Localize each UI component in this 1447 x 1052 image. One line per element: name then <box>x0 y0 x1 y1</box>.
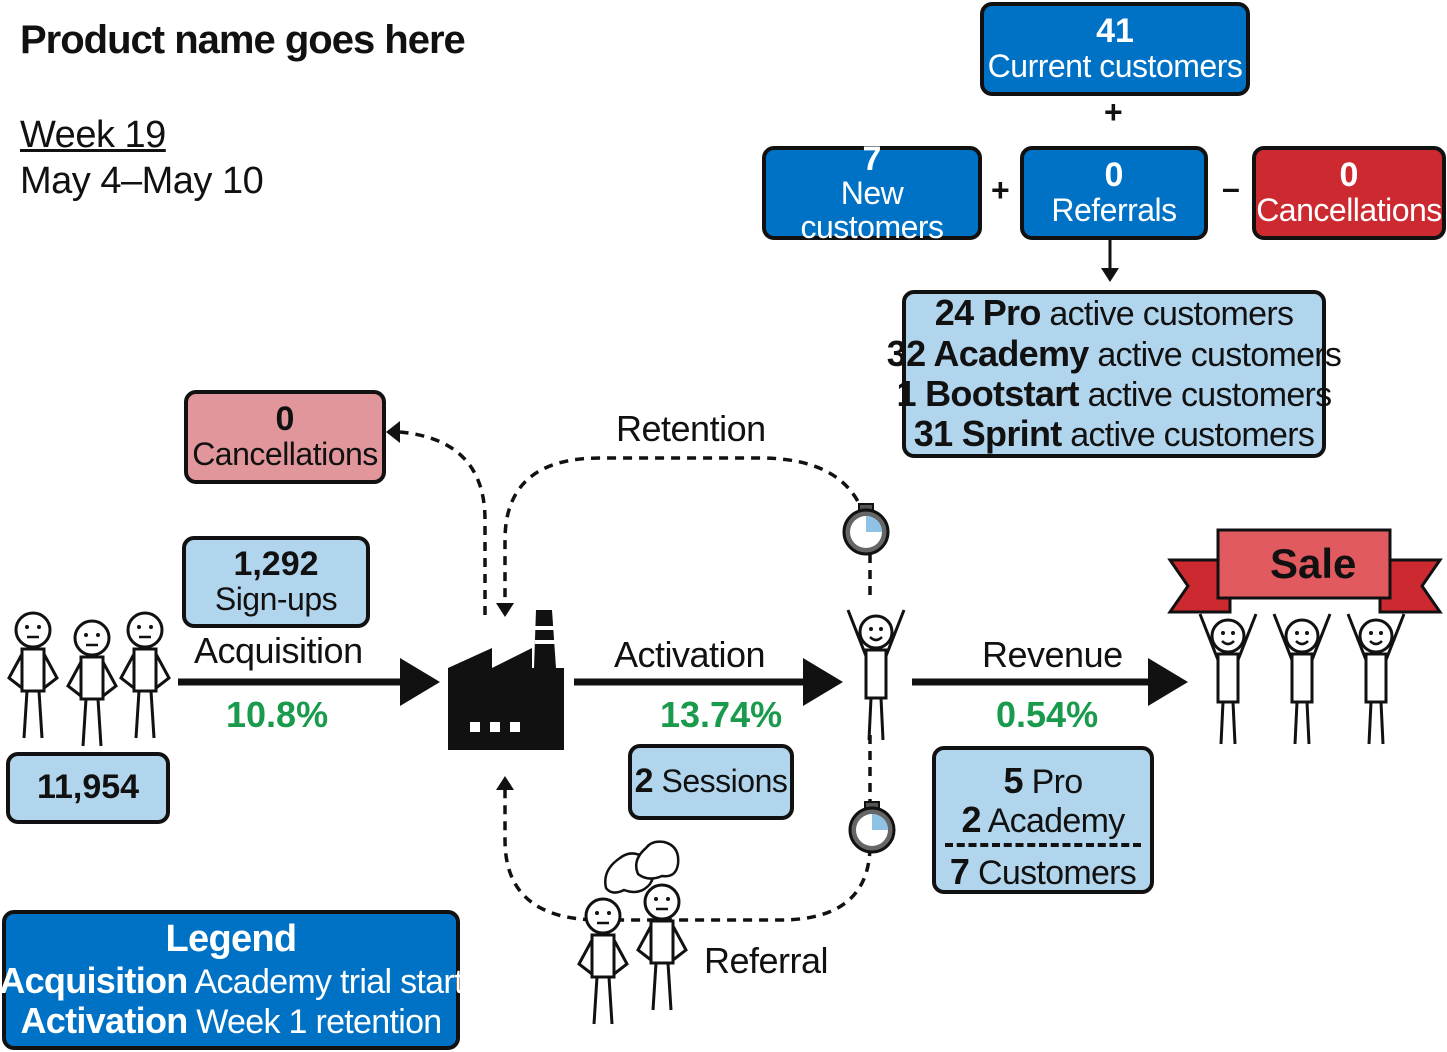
retention-timer-icon <box>842 502 890 556</box>
activation-rate: 13.74% <box>660 694 783 735</box>
active-row: 24 Pro active customers <box>934 292 1294 334</box>
cancellations-box-funnel: 0 Cancellations <box>184 390 386 484</box>
revenue-breakdown-box: 5 Pro 2 Academy 7 Customers <box>932 746 1154 894</box>
referrals-down-arrow <box>1101 240 1119 282</box>
legend-box: Legend Acquisition Academy trial start A… <box>0 910 463 1050</box>
new-customers-box: 7 New customers <box>762 141 982 244</box>
active-row: 31 Sprint active customers <box>913 413 1315 455</box>
page-title: Product name goes here <box>20 18 466 62</box>
minus-operator: – <box>1222 170 1240 206</box>
signups-label: Sign-ups <box>214 581 338 618</box>
factory-icon <box>448 610 564 750</box>
sessions-value: 2 <box>634 762 654 801</box>
revenue-total-row: 7 Customers <box>949 851 1137 893</box>
referral-label: Referral <box>704 940 829 981</box>
activation-arrow <box>574 658 843 706</box>
current-customers-value: 41 <box>1096 12 1134 51</box>
revenue-row-academy: 2 Academy <box>961 798 1125 840</box>
visitors-value: 11,954 <box>36 768 140 807</box>
cancellation-dotted-arrow <box>399 430 487 615</box>
date-range: May 4–May 10 <box>20 160 264 202</box>
revenue-rate: 0.54% <box>996 694 1099 735</box>
legend-row-acquisition: Acquisition Academy trial start <box>0 959 463 1001</box>
dashed-divider <box>945 843 1141 848</box>
acquisition-label: Acquisition <box>194 630 363 671</box>
active-row: 32 Academy active customers <box>886 332 1342 374</box>
revenue-row-pro: 5 Pro <box>1003 760 1084 801</box>
active-customers-box: 24 Pro active customers 32 Academy activ… <box>887 290 1342 458</box>
referral-dotted-loop <box>503 735 872 922</box>
legend-row-activation: Activation Week 1 retention <box>20 999 443 1041</box>
activated-user-icon <box>846 608 906 742</box>
visitors-figures-icon <box>7 611 171 748</box>
revenue-arrow <box>912 658 1188 706</box>
plus-operator-top: + <box>1104 94 1123 130</box>
current-customers-label: Current customers <box>987 48 1243 85</box>
referrals-label: Referrals <box>1051 192 1177 229</box>
acquisition-rate: 10.8% <box>226 694 329 735</box>
plus-operator-mid: + <box>991 172 1010 208</box>
retention-label: Retention <box>616 408 766 449</box>
paying-customers-icon <box>1198 612 1406 746</box>
referral-people-icon <box>577 840 688 1026</box>
sale-banner-icon <box>1167 528 1443 614</box>
current-customers-box: 41 Current customers <box>980 2 1250 96</box>
visitors-box: 11,954 <box>6 752 170 824</box>
referrals-value: 0 <box>1104 156 1124 195</box>
legend-title: Legend <box>165 917 298 960</box>
funnel-cancellations-value: 0 <box>275 400 295 439</box>
signups-box: 1,292 Sign-ups <box>182 536 370 628</box>
signups-value: 1,292 <box>233 545 319 584</box>
acquisition-arrow <box>178 658 440 706</box>
revenue-label: Revenue <box>982 634 1123 675</box>
sale-label: Sale <box>1270 540 1357 587</box>
retention-dotted-loop <box>503 456 872 605</box>
active-row: 1 Bootstart active customers <box>896 373 1333 414</box>
cancellations-label-top: Cancellations <box>1256 192 1442 229</box>
new-customers-value: 7 <box>862 139 882 178</box>
sessions-label: Sessions <box>661 763 788 800</box>
cancellations-box-top: 0 Cancellations <box>1252 146 1446 240</box>
cancellations-value-top: 0 <box>1339 156 1359 195</box>
new-customers-label: New customers <box>800 175 944 245</box>
week-label: Week 19 <box>20 114 166 156</box>
sessions-box: 2 Sessions <box>628 744 794 820</box>
referrals-box: 0 Referrals <box>1020 146 1208 240</box>
referral-timer-icon <box>848 800 896 854</box>
funnel-cancellations-label: Cancellations <box>192 436 378 473</box>
activation-label: Activation <box>614 634 766 675</box>
